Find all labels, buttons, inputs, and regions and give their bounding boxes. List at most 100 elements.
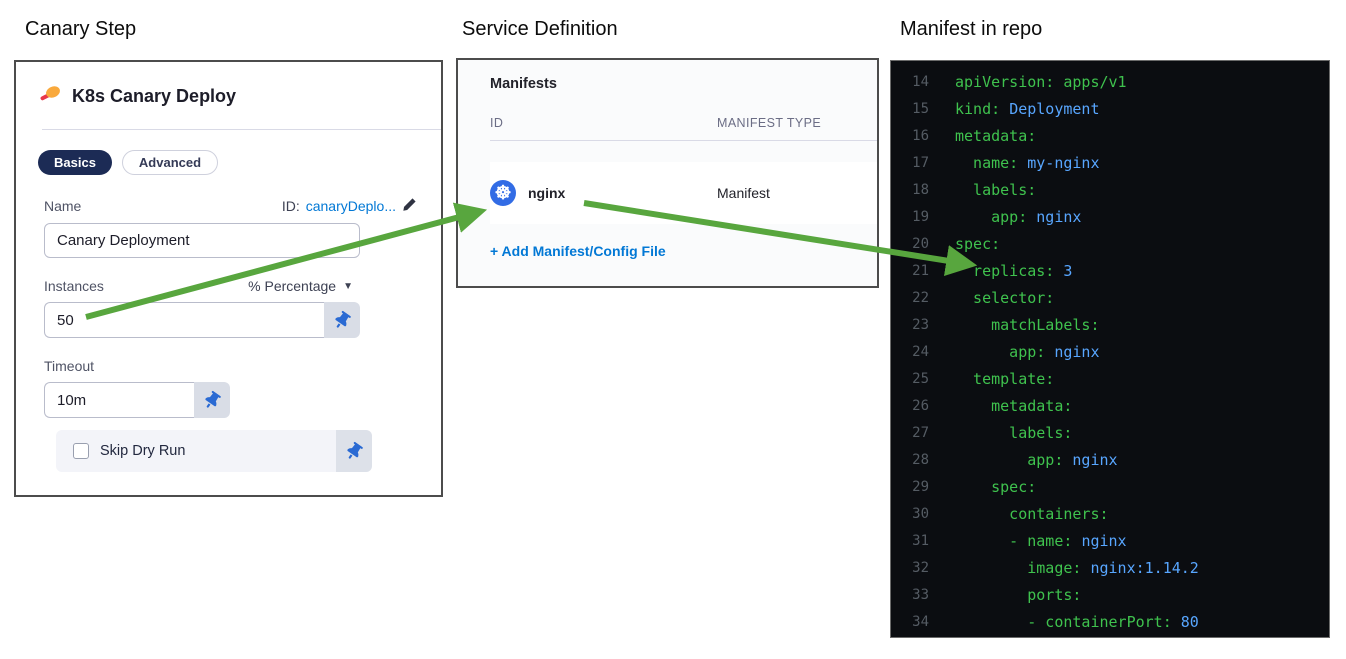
- heading-service-definition: Service Definition: [462, 18, 618, 40]
- name-label: Name: [44, 198, 82, 214]
- heading-manifest-in-repo: Manifest in repo: [900, 18, 1043, 40]
- canary-icon: [40, 84, 62, 109]
- instances-label: Instances: [44, 278, 104, 294]
- add-manifest-link[interactable]: + Add Manifest/Config File: [490, 243, 666, 259]
- heading-canary-step: Canary Step: [25, 18, 137, 40]
- line-content: apiVersion: apps/v1: [955, 73, 1127, 91]
- code-line: 24 app: nginx: [891, 339, 1329, 366]
- pin-icon: [347, 441, 363, 459]
- line-number: 32: [912, 560, 929, 576]
- code-line: 15 kind: Deployment: [891, 96, 1329, 123]
- step-title: K8s Canary Deploy: [72, 86, 237, 106]
- line-content: template:: [955, 370, 1055, 388]
- instances-unit-dropdown[interactable]: % Percentage ▼: [248, 278, 353, 294]
- tab-advanced[interactable]: Advanced: [121, 150, 219, 175]
- code-line: 17 name: my-nginx: [891, 150, 1329, 177]
- line-number: 24: [912, 344, 929, 360]
- code-line: 22 selector:: [891, 285, 1329, 312]
- canary-step-panel: K8s Canary Deploy Basics Advanced Name I…: [14, 60, 443, 497]
- line-number: 18: [912, 182, 929, 198]
- instances-input[interactable]: [44, 302, 324, 338]
- column-header-id: ID: [490, 116, 504, 130]
- line-content: replicas: 3: [955, 262, 1073, 280]
- line-content: - containerPort: 80: [955, 613, 1199, 631]
- divider: [42, 129, 441, 130]
- code-line: 18 labels:: [891, 177, 1329, 204]
- instances-unit-label: % Percentage: [248, 278, 337, 294]
- line-number: 15: [912, 101, 929, 117]
- line-content: metadata:: [955, 127, 1037, 145]
- code-line: 28 app: nginx: [891, 447, 1329, 474]
- line-number: 29: [912, 479, 929, 495]
- column-header-manifest-type: MANIFEST TYPE: [717, 116, 822, 130]
- service-definition-panel: Manifests ID MANIFEST TYPE ☸ nginx Manif…: [456, 58, 879, 288]
- line-number: 33: [912, 587, 929, 603]
- timeout-input[interactable]: [44, 382, 194, 418]
- instances-pin-button[interactable]: [324, 302, 360, 338]
- code-line: 32 image: nginx:1.14.2: [891, 555, 1329, 582]
- skip-dry-run-checkbox[interactable]: [73, 443, 89, 459]
- pin-icon: [205, 390, 221, 408]
- line-number: 20: [912, 236, 929, 252]
- id-link[interactable]: canaryDeplo...: [305, 198, 396, 214]
- name-input[interactable]: [44, 223, 360, 258]
- line-content: name: my-nginx: [955, 154, 1100, 172]
- code-line: 25 template:: [891, 366, 1329, 393]
- line-number: 19: [912, 209, 929, 225]
- timeout-label: Timeout: [44, 358, 95, 374]
- line-number: 34: [912, 614, 929, 630]
- line-content: spec:: [955, 478, 1037, 496]
- line-content: - name: nginx: [955, 532, 1127, 550]
- chevron-down-icon: ▼: [343, 280, 353, 292]
- code-line: 16 metadata:: [891, 123, 1329, 150]
- code-line: 20 spec:: [891, 231, 1329, 258]
- line-content: metadata:: [955, 397, 1073, 415]
- line-content: spec:: [955, 235, 1001, 253]
- line-number: 27: [912, 425, 929, 441]
- line-number: 28: [912, 452, 929, 468]
- id-prefix: ID:: [281, 198, 300, 214]
- skip-dry-run-row: Skip Dry Run: [56, 430, 372, 472]
- code-line: 27 labels:: [891, 420, 1329, 447]
- line-content: image: nginx:1.14.2: [955, 559, 1199, 577]
- line-number: 14: [912, 74, 929, 90]
- line-content: selector:: [955, 289, 1055, 307]
- line-number: 31: [912, 533, 929, 549]
- manifest-type: Manifest: [717, 185, 770, 201]
- line-number: 30: [912, 506, 929, 522]
- line-content: app: nginx: [955, 208, 1082, 226]
- line-number: 26: [912, 398, 929, 414]
- skip-dry-run-pin-button[interactable]: [336, 430, 372, 472]
- line-content: app: nginx: [955, 451, 1118, 469]
- pin-icon: [335, 310, 351, 328]
- line-number: 22: [912, 290, 929, 306]
- code-line: 34 - containerPort: 80: [891, 609, 1329, 636]
- code-line: 31 - name: nginx: [891, 528, 1329, 555]
- code-line: 30 containers:: [891, 501, 1329, 528]
- line-content: labels:: [955, 424, 1073, 442]
- line-number: 16: [912, 128, 929, 144]
- line-content: kind: Deployment: [955, 100, 1100, 118]
- edit-pencil-icon[interactable]: [402, 197, 417, 215]
- line-content: ports:: [955, 586, 1082, 604]
- divider: [490, 140, 877, 141]
- manifests-title: Manifests: [490, 76, 557, 92]
- timeout-pin-button[interactable]: [194, 382, 230, 418]
- code-line: 26 metadata:: [891, 393, 1329, 420]
- kubernetes-icon: ☸: [490, 180, 516, 206]
- code-line: 14 apiVersion: apps/v1: [891, 69, 1329, 96]
- tab-basics[interactable]: Basics: [38, 150, 112, 175]
- line-content: labels:: [955, 181, 1037, 199]
- line-number: 23: [912, 317, 929, 333]
- manifest-row-nginx[interactable]: ☸ nginx Manifest: [490, 162, 877, 224]
- skip-dry-run-label: Skip Dry Run: [100, 443, 186, 459]
- code-line: 21 replicas: 3: [891, 258, 1329, 285]
- manifest-id: nginx: [528, 185, 566, 201]
- code-line: 33 ports:: [891, 582, 1329, 609]
- code-line: 29 spec:: [891, 474, 1329, 501]
- line-content: containers:: [955, 505, 1109, 523]
- line-number: 17: [912, 155, 929, 171]
- line-number: 21: [912, 263, 929, 279]
